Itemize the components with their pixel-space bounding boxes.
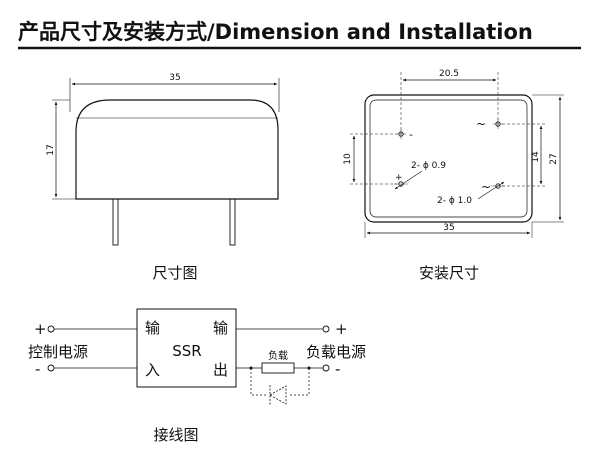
offset-label: 10 bbox=[343, 153, 353, 165]
dimension-view: 35 17 尺寸图 bbox=[46, 73, 280, 282]
control-label: 控制电源 bbox=[28, 343, 88, 361]
relay-body-outline bbox=[75, 99, 279, 200]
height-label: 17 bbox=[46, 144, 56, 155]
pin-right bbox=[229, 198, 236, 246]
hole-small-label: 2- ϕ 0.9 bbox=[411, 161, 446, 171]
mounting-view: 20.5 - ~ + ~ 2- ϕ 0.9 2- ϕ 1.0 10 1 bbox=[343, 69, 564, 282]
mount-width-label: 35 bbox=[443, 223, 454, 233]
diode-triangle bbox=[269, 385, 287, 405]
mounting-outline-inner bbox=[369, 99, 528, 218]
control-minus-terminal bbox=[47, 364, 55, 372]
output-char-top: 输 bbox=[213, 319, 228, 337]
ssr-box bbox=[136, 308, 237, 388]
tilde-mark-bottom: ~ bbox=[481, 180, 491, 194]
inner-height-label: 14 bbox=[531, 151, 541, 163]
load-plus-terminal bbox=[322, 325, 330, 333]
width-label: 35 bbox=[169, 73, 180, 83]
junction-right bbox=[307, 366, 311, 370]
output-char-bottom: 出 bbox=[213, 361, 228, 379]
load-plus: + bbox=[335, 320, 348, 338]
outer-height-label: 27 bbox=[549, 153, 559, 164]
load-minus-terminal bbox=[322, 364, 330, 372]
pin-left bbox=[112, 198, 119, 246]
input-char-bottom: 入 bbox=[145, 361, 160, 379]
diode-branch-right bbox=[289, 368, 310, 396]
load-minus: - bbox=[335, 360, 340, 378]
dimension-caption: 尺寸图 bbox=[152, 264, 197, 282]
input-char-top: 输 bbox=[145, 319, 160, 337]
load-small-label: 负载 bbox=[268, 349, 288, 362]
diode-branch-left bbox=[250, 368, 267, 396]
mounting-outline-outer bbox=[364, 94, 533, 223]
hole-large-label: 2- ϕ 1.0 bbox=[437, 196, 472, 206]
control-plus-terminal bbox=[47, 325, 55, 333]
control-minus: - bbox=[35, 360, 40, 378]
hole-large-leader bbox=[477, 181, 505, 200]
pin-spacing-label: 20.5 bbox=[439, 69, 459, 79]
control-plus: + bbox=[34, 320, 47, 338]
hole-small-leader bbox=[394, 170, 423, 190]
load-resistor bbox=[261, 362, 295, 374]
page-title: 产品尺寸及安装方式/Dimension and Installation bbox=[18, 20, 533, 44]
junction-left bbox=[249, 366, 253, 370]
wiring-caption: 接线图 bbox=[153, 426, 198, 444]
ssr-label: SSR bbox=[172, 342, 201, 360]
minus-mark: - bbox=[409, 128, 413, 141]
wiring-diagram: + 控制电源 - 输 入 SSR 输 出 + 负载电源 负载 - 接线图 bbox=[28, 308, 366, 444]
load-label: 负载电源 bbox=[306, 343, 366, 361]
mounting-caption: 安装尺寸 bbox=[419, 264, 479, 282]
tilde-mark-top: ~ bbox=[476, 117, 486, 131]
plus-mark: + bbox=[395, 173, 403, 183]
